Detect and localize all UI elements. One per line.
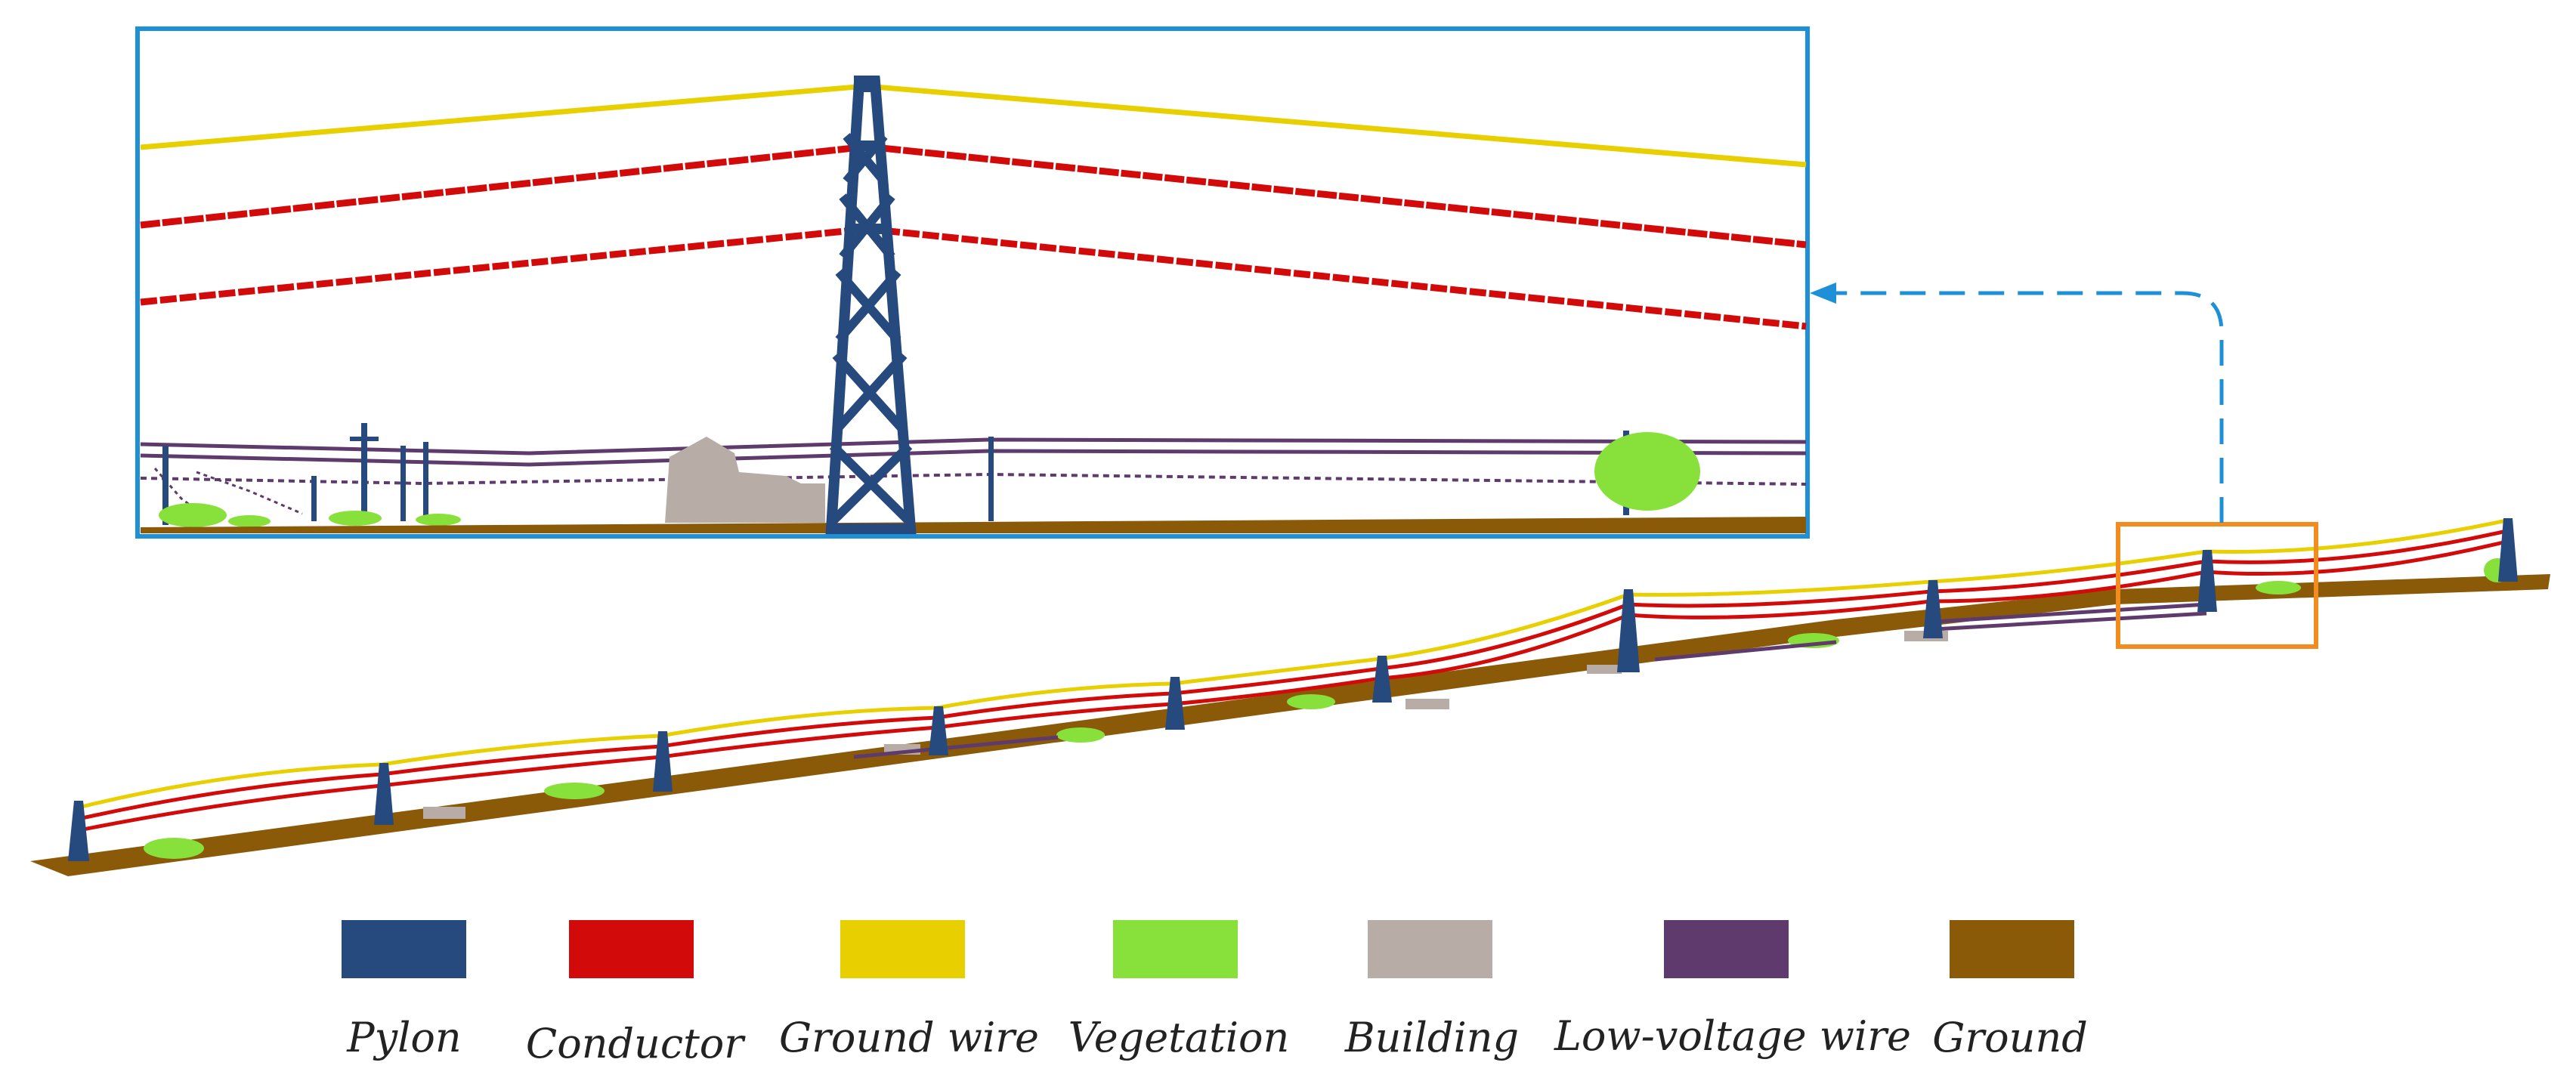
overview-pylon [2498,518,2518,582]
inset-ground [141,517,1806,533]
overview-pylon [929,706,948,755]
overview-pylon [2197,550,2217,612]
legend-label-vegetation: Vegetation [1068,1014,1290,1061]
legend-swatch-low-voltage-wire [1664,920,1789,978]
legend-label-ground-wire: Ground wire [779,1014,1039,1061]
legend-label-conductor: Conductor [526,1020,746,1067]
legend-item-conductor: Conductor [526,920,746,1067]
overview-pylons [68,518,2518,861]
highlight-box [2116,522,2318,649]
legend-swatch-conductor [569,920,694,978]
overview-vegetation [144,558,2511,859]
legend-item-vegetation: Vegetation [1068,920,1290,1061]
connector-arrowhead [1810,283,1836,304]
legend-label-building: Building [1344,1014,1519,1061]
overview-ground-wire [75,518,2507,811]
legend-label-ground: Ground [1932,1014,2088,1061]
overview-pylon [68,801,89,861]
corridor-overview [30,518,2550,876]
overview-pylon [1165,677,1185,730]
overview-ground [30,574,2550,876]
legend-item-pylon: Pylon [342,920,466,1061]
overview-pylon [1923,580,1943,638]
legend-swatch-building [1368,920,1492,978]
overview-pylon [374,763,394,825]
overview-conductors [75,529,2507,833]
inset-vegetation [159,432,1700,527]
legend: Pylon Conductor Ground wire Vegetation B… [342,920,2088,1067]
legend-item-ground-wire: Ground wire [779,920,1039,1061]
overview-pylon [1617,589,1640,672]
legend-label-pylon: Pylon [346,1014,461,1061]
legend-swatch-pylon [342,920,466,978]
overview-low-voltage-wires [853,602,2207,759]
legend-swatch-vegetation [1113,920,1238,978]
legend-swatch-ground [1950,920,2074,978]
legend-swatch-ground-wire [840,920,965,978]
zoom-inset [135,26,1810,539]
legend-item-low-voltage-wire: Low-voltage wire [1554,920,1911,1060]
overview-buildings [423,631,1948,819]
connector-line [1829,291,2224,523]
legend-item-building: Building [1344,920,1519,1061]
inset-pylon [825,76,917,534]
inset-building [665,437,825,523]
overview-pylon [1372,656,1392,703]
overview-pylon [653,731,673,792]
legend-label-low-voltage-wire: Low-voltage wire [1554,1012,1911,1060]
legend-item-ground: Ground [1932,920,2088,1061]
